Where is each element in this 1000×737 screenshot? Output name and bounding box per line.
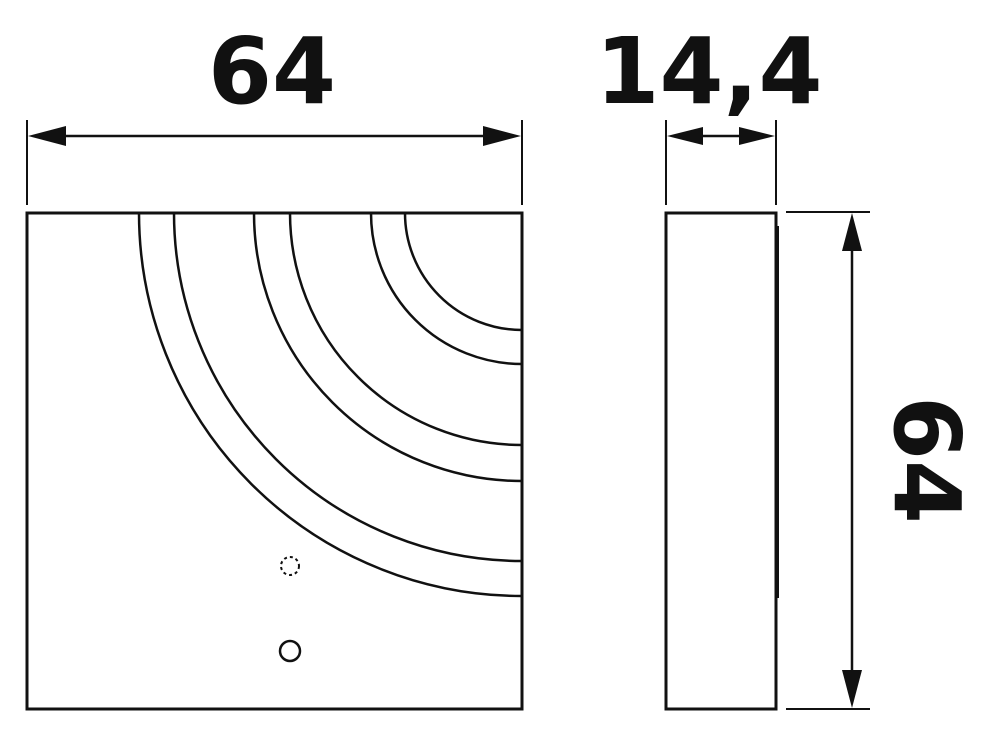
sensor-dashed-circle xyxy=(280,556,300,576)
side-height-arrow-bottom xyxy=(842,670,862,708)
front-width-dimension xyxy=(26,120,523,205)
arc-3 xyxy=(252,212,523,483)
side-view-outline xyxy=(664,211,778,711)
front-width-arrow-left xyxy=(28,126,66,146)
side-thickness-dimension xyxy=(665,120,777,205)
front-view xyxy=(25,211,524,711)
side-thickness-arrow-right xyxy=(739,127,775,145)
arc-2 xyxy=(172,212,523,563)
side-height-arrow-top xyxy=(842,213,862,251)
front-view-outline xyxy=(25,211,524,711)
indicator-circle xyxy=(278,639,302,663)
front-width-label: 64 xyxy=(208,18,336,125)
arc-6 xyxy=(403,212,523,332)
side-height-dimension xyxy=(786,211,870,710)
arc-1 xyxy=(137,212,523,598)
side-thickness-label: 14,4 xyxy=(596,18,823,125)
arc-4 xyxy=(288,212,523,447)
arc-5 xyxy=(369,212,523,366)
front-width-arrow-right xyxy=(483,126,521,146)
side-thickness-arrow-left xyxy=(667,127,703,145)
side-view xyxy=(664,211,779,711)
side-height-label: 64 xyxy=(873,396,980,524)
